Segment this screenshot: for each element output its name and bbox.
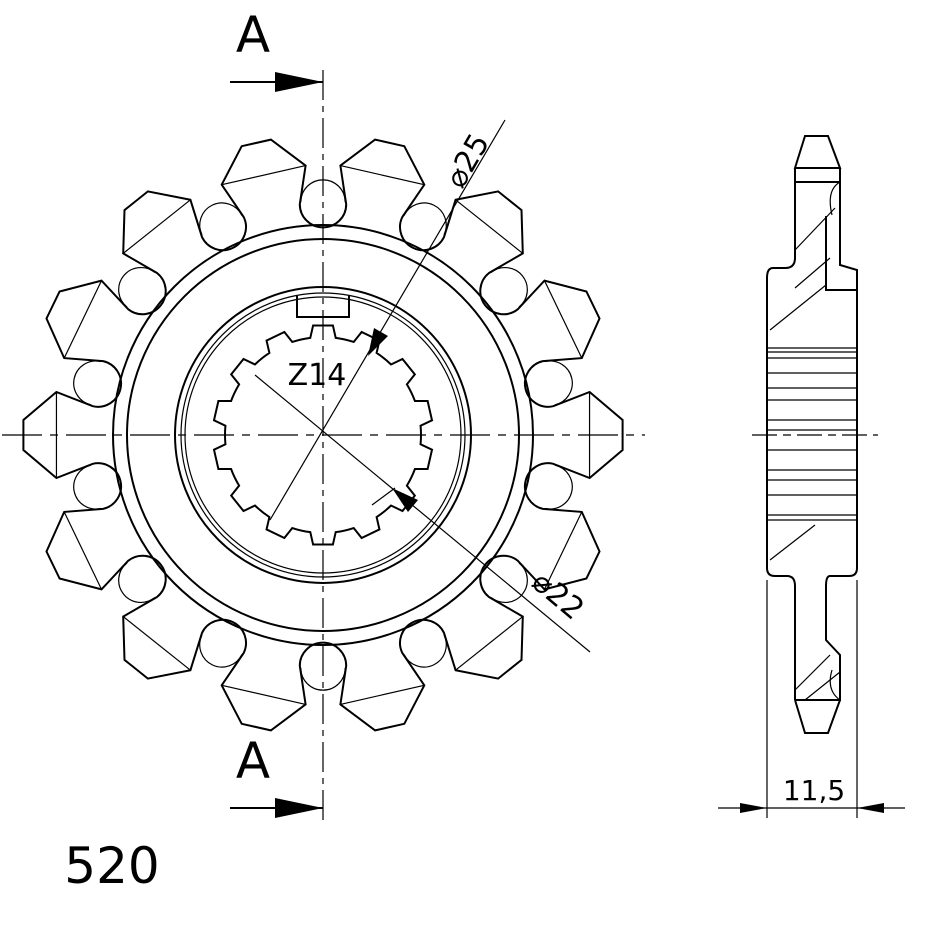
- hatch-line: [794, 654, 831, 691]
- side-roller-arc: [829, 181, 841, 701]
- tooth-chamfer-line: [63, 280, 103, 359]
- roller-seat-arc: [199, 202, 243, 236]
- hatch-line: [804, 671, 841, 701]
- outer-diameter-label: ⌀25: [439, 128, 497, 194]
- chain-pitch-label: 520: [64, 837, 159, 895]
- section-marker-top: A: [230, 6, 323, 92]
- roller-seat-arc: [403, 202, 447, 236]
- dimension-inner-diameter: ⌀22: [254, 374, 591, 653]
- hatch-line: [769, 524, 816, 561]
- tooth-chamfer-line: [122, 616, 191, 671]
- roller-seat-arc: [118, 562, 156, 604]
- dimension-width: 11,5: [718, 580, 905, 818]
- tooth-chamfer-line: [340, 164, 425, 186]
- tooth-chamfer-line: [543, 511, 583, 590]
- roller-seat-arc: [490, 266, 528, 308]
- tooth-chamfer-line: [63, 511, 103, 590]
- sprocket-side-section: [752, 135, 878, 734]
- tooth-chamfer-line: [543, 280, 583, 359]
- section-marker-bottom: A: [230, 732, 323, 818]
- width-label: 11,5: [783, 774, 845, 807]
- section-label-bottom: A: [236, 732, 270, 790]
- roller-seat-arc: [545, 464, 573, 510]
- roller-seat-arc: [300, 667, 346, 691]
- tooth-chamfer-line: [455, 199, 524, 254]
- side-outline: [766, 135, 858, 734]
- roller-seat-arc: [118, 266, 156, 308]
- roller-seat-arc: [73, 360, 101, 406]
- roller-seat-arc: [403, 634, 447, 668]
- tooth-chamfer-line: [221, 684, 306, 706]
- tooth-chamfer-line: [221, 164, 306, 186]
- roller-seat-arc: [490, 562, 528, 604]
- spline-bore: [212, 324, 434, 546]
- tooth-chamfer-line: [455, 616, 524, 671]
- hatch-line: [794, 207, 836, 251]
- inner-diameter-label: ⌀22: [525, 564, 591, 627]
- sprocket-outline: [22, 138, 624, 732]
- roller-seat-arc: [199, 634, 243, 668]
- roller-seat-arc: [73, 464, 101, 510]
- tooth-chamfer-line: [340, 684, 425, 706]
- section-label-top: A: [236, 6, 270, 64]
- spline-label: Z14: [288, 358, 347, 393]
- hatch-line: [794, 257, 831, 289]
- sprocket-front-view: [2, 70, 645, 825]
- hatch-line: [769, 284, 827, 331]
- tooth-chamfer-line: [122, 199, 191, 254]
- roller-seat-arc: [545, 360, 573, 406]
